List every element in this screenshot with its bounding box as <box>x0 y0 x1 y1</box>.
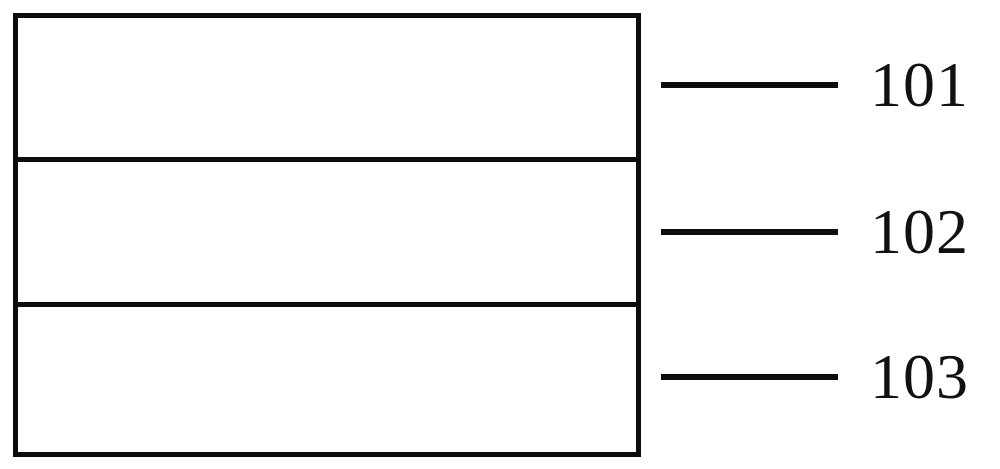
callout-103: 103 <box>661 342 969 412</box>
callout-102: 102 <box>661 197 969 267</box>
layer-102 <box>18 162 636 307</box>
reference-numeral-103: 103 <box>870 341 969 412</box>
leader-line-101-icon <box>661 82 838 88</box>
layer-103 <box>18 307 636 452</box>
reference-numeral-101: 101 <box>870 49 969 120</box>
leader-line-102-icon <box>661 229 838 235</box>
three-layer-stack <box>13 13 641 457</box>
layer-101 <box>18 18 636 162</box>
leader-line-103-icon <box>661 374 838 380</box>
reference-numeral-102: 102 <box>870 196 969 267</box>
callout-101: 101 <box>661 50 969 120</box>
